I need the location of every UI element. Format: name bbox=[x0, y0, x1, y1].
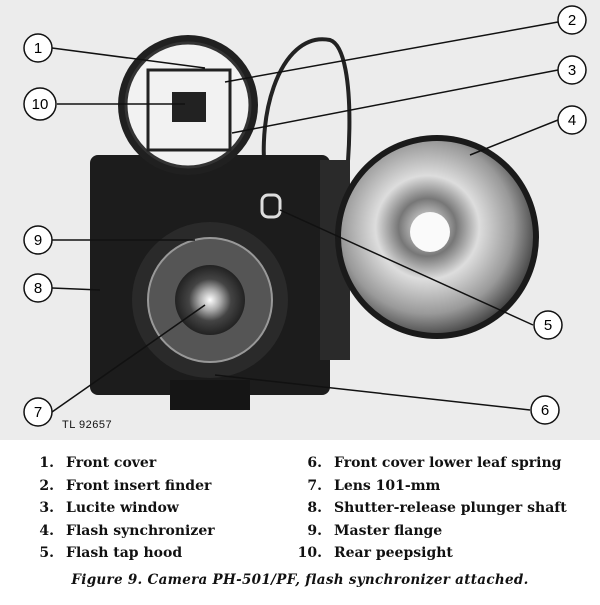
plate-id: TL 92657 bbox=[62, 419, 113, 431]
callout-2: 2 bbox=[557, 5, 587, 35]
callout-6: 6 bbox=[530, 395, 560, 425]
svg-text:8: 8 bbox=[34, 280, 42, 297]
svg-text:4: 4 bbox=[568, 112, 576, 129]
legend-label: Lucite window bbox=[66, 500, 179, 516]
legend-label: Rear peepsight bbox=[334, 545, 453, 561]
legend-item: 6. Front cover lower leaf spring bbox=[296, 452, 567, 475]
figure-caption: Figure 9. Camera PH-501/PF, flash synchr… bbox=[71, 572, 529, 588]
legend-item: 1. Front cover bbox=[38, 452, 215, 475]
legend-item: 7. Lens 101-mm bbox=[296, 475, 567, 498]
svg-text:1: 1 bbox=[34, 40, 42, 57]
callout-10: 10 bbox=[23, 87, 57, 121]
legend-item: 9. Master flange bbox=[296, 520, 567, 543]
legend-num: 2. bbox=[39, 477, 54, 494]
legend-item: 2. Front insert finder bbox=[38, 475, 215, 498]
legend-num: 4. bbox=[39, 522, 54, 539]
camera-base bbox=[170, 380, 250, 410]
legend-label: Front cover bbox=[66, 455, 157, 471]
legend-left: 1. Front cover 2. Front insert finder 3. Lu… bbox=[38, 452, 215, 565]
callout-9: 9 bbox=[23, 225, 53, 255]
svg-text:2: 2 bbox=[568, 12, 576, 29]
leader-lines bbox=[51, 21, 559, 413]
rear-peepsight bbox=[172, 92, 206, 122]
legend-num: 8. bbox=[307, 500, 322, 516]
legend-num: 3. bbox=[39, 500, 54, 516]
legend-item: 10. Rear peepsight bbox=[296, 542, 567, 565]
legend-label: Flash synchronizer bbox=[66, 522, 215, 539]
legend-item: 5. Flash tap hood bbox=[38, 542, 215, 565]
legend-num: 9. bbox=[307, 522, 322, 539]
legend-label: Front insert finder bbox=[66, 477, 212, 494]
legend-right: 6. Front cover lower leaf spring 7. Lens 1… bbox=[296, 452, 567, 565]
legend-num: 7. bbox=[307, 477, 322, 494]
legend-label: Front cover lower leaf spring bbox=[334, 455, 562, 471]
callout-8: 8 bbox=[23, 273, 53, 303]
callout-4: 4 bbox=[557, 105, 587, 135]
legend-item: 3. Lucite window bbox=[38, 497, 215, 520]
callout-5: 5 bbox=[533, 310, 563, 340]
front-insert-finder bbox=[146, 68, 232, 152]
legend-num: 10. bbox=[297, 545, 322, 561]
flash-tap-hood bbox=[260, 193, 282, 219]
lens bbox=[175, 265, 245, 335]
callout-7: 7 bbox=[23, 397, 53, 427]
legend-label: Shutter-release plunger shaft bbox=[334, 500, 567, 516]
legend-item: 8. Shutter-release plunger shaft bbox=[296, 497, 567, 520]
svg-text:9: 9 bbox=[34, 232, 42, 249]
legend-label: Flash tap hood bbox=[66, 545, 183, 561]
legend-num: 1. bbox=[39, 455, 54, 471]
legend-label: Lens 101-mm bbox=[334, 477, 441, 494]
legend-num: 5. bbox=[39, 545, 54, 561]
callout-3: 3 bbox=[557, 55, 587, 85]
callout-1: 1 bbox=[23, 33, 53, 63]
legend-label: Master flange bbox=[334, 522, 443, 539]
svg-text:5: 5 bbox=[544, 317, 552, 334]
legend-item: 4. Flash synchronizer bbox=[38, 520, 215, 543]
camera-photo: 1 2 3 4 5 6 7 8 9 10 bbox=[0, 0, 600, 440]
svg-text:3: 3 bbox=[568, 62, 576, 79]
svg-text:7: 7 bbox=[34, 404, 42, 421]
svg-text:6: 6 bbox=[541, 402, 549, 419]
legend-num: 6. bbox=[307, 455, 322, 471]
svg-text:10: 10 bbox=[32, 96, 49, 113]
